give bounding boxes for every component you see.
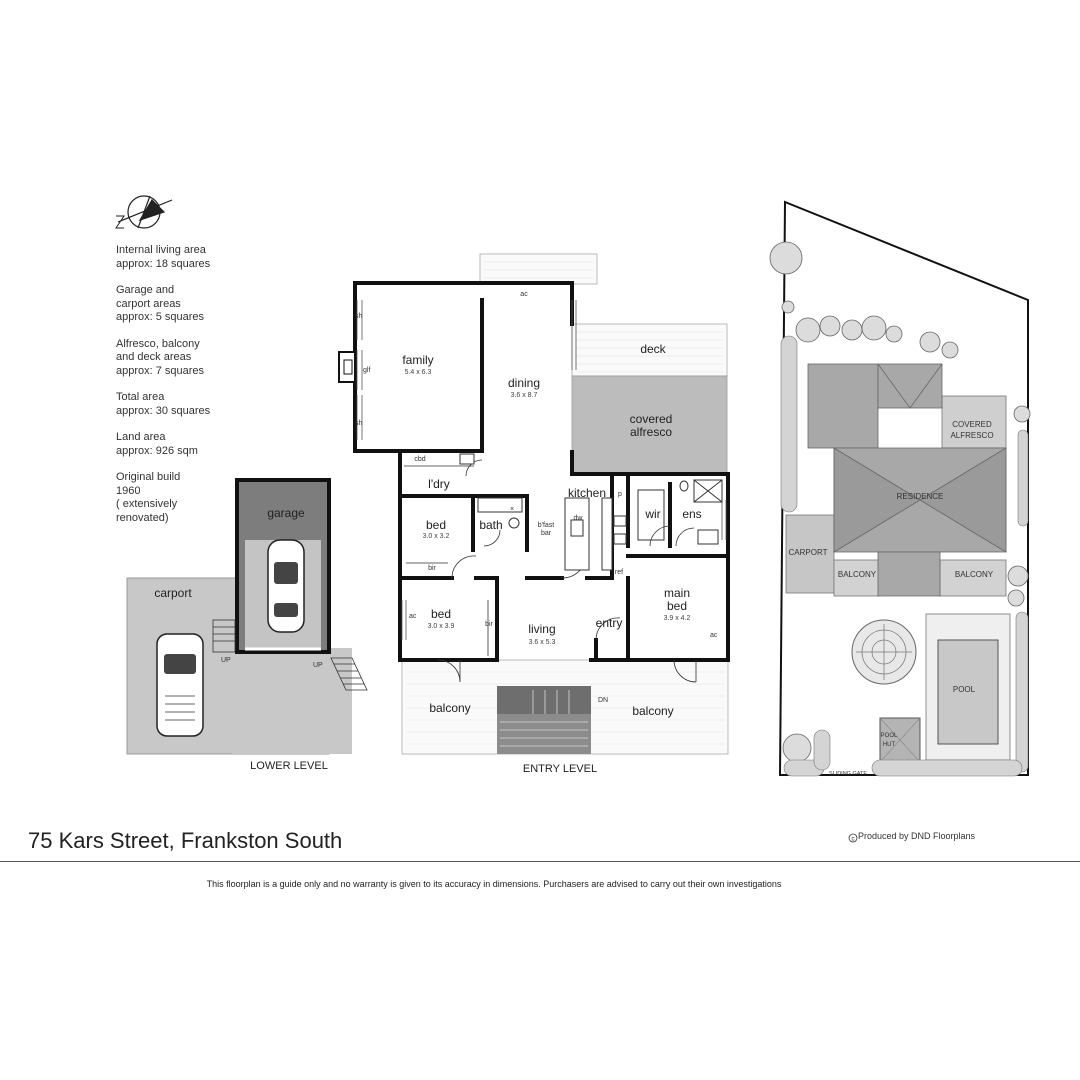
balcony-left-label: balcony xyxy=(429,701,470,715)
site-residence-label: RESIDENCE xyxy=(897,492,944,501)
dining-room-label: dining xyxy=(508,376,540,390)
bedroom-2-dimensions: 3.0 x 3.2 xyxy=(423,533,450,540)
dining-room-dimensions: 3.6 x 8.7 xyxy=(511,392,538,399)
stairs-up-label-2: UP xyxy=(313,662,323,669)
ensuite-label: ens xyxy=(682,507,701,521)
disclaimer-text: This floorplan is a guide only and no wa… xyxy=(206,879,782,889)
garage-label: garage xyxy=(267,506,305,520)
stairs-up-label-1: UP xyxy=(221,657,231,664)
property-address: 75 Kars Street, Frankston South xyxy=(28,828,343,853)
legend-outdoor-area: Alfresco, balcony and deck areas approx:… xyxy=(116,337,205,377)
site-sliding-gate-label: SLIDING GATE xyxy=(829,771,867,777)
main-bedroom-label-1: main xyxy=(664,586,690,600)
aircon-label-1: ac xyxy=(520,291,528,298)
bedroom-2-label: bed xyxy=(426,518,446,532)
family-room-label: family xyxy=(402,353,433,367)
site-balcony-left-label: BALCONY xyxy=(838,570,877,579)
site-pool-hut-label-2: HUT xyxy=(883,742,896,748)
cupboard-label: cbd xyxy=(414,456,425,463)
breakfast-bar-label-1: b'fast xyxy=(538,522,555,529)
fridge-label: ref xyxy=(615,569,623,576)
site-carport-label: CARPORT xyxy=(789,548,828,557)
deck-label: deck xyxy=(640,342,666,356)
car-icon-garage xyxy=(267,539,305,633)
pantry-label: p xyxy=(618,491,622,498)
stairs-down-label: DN xyxy=(598,697,608,704)
svg-text:c: c xyxy=(852,837,855,843)
main-bedroom-label-2: bed xyxy=(667,599,687,613)
carport-label: carport xyxy=(154,586,192,600)
compass-icon xyxy=(115,195,173,229)
family-room-dimensions: 5.4 x 6.3 xyxy=(405,369,432,376)
legend-build-year: Original build 1960 ( extensively renova… xyxy=(116,471,181,524)
laundry-label: l'dry xyxy=(428,477,450,491)
covered-alfresco-label-2: alfresco xyxy=(630,425,672,439)
covered-alfresco-label-1: covered xyxy=(630,412,673,426)
bedroom-3-label: bed xyxy=(431,607,451,621)
legend-total-area: Total area approx: 30 squares xyxy=(116,391,211,417)
x-mark: × xyxy=(510,506,514,513)
site-pool-hut-label-1: POOL xyxy=(881,733,898,739)
car-icon-carport xyxy=(156,633,204,737)
lower-level-plan: carport garage UP UP LOWER LEVEL xyxy=(126,478,368,772)
lower-level-title: LOWER LEVEL xyxy=(250,760,328,772)
sidelight-label-2: sh xyxy=(355,420,363,427)
site-alfresco-label: ALFRESCO xyxy=(950,431,993,440)
bathroom-label: bath xyxy=(479,518,502,532)
entry-level-title: ENTRY LEVEL xyxy=(523,763,597,775)
aircon-label-2: ac xyxy=(409,613,417,620)
dishwasher-label: dw xyxy=(574,515,584,522)
bedroom-2-robe-label: bir xyxy=(428,565,436,572)
sidelight-label-1: sh xyxy=(355,313,363,320)
breakfast-bar-label-2: bar xyxy=(541,530,552,537)
site-plan: RESIDENCE CARPORT COVERED ALFRESCO BALCO… xyxy=(769,200,1031,777)
entry-level-plan: family 5.4 x 6.3 dining 3.6 x 8.7 deck c… xyxy=(338,253,730,775)
bedroom-3-robe-label: bir xyxy=(485,621,493,628)
divider-line xyxy=(0,861,1080,862)
site-balcony-right-label: BALCONY xyxy=(955,570,994,579)
living-room-dimensions: 3.6 x 5.3 xyxy=(529,639,556,646)
kitchen-label: kitchen xyxy=(568,486,606,500)
living-room-label: living xyxy=(528,622,555,636)
glass-door-label: glf xyxy=(363,367,370,374)
balcony-right-label: balcony xyxy=(632,704,673,718)
site-pool-label: POOL xyxy=(953,685,976,694)
main-bedroom-dimensions: 3.9 x 4.2 xyxy=(664,615,691,622)
entry-label: entry xyxy=(596,616,623,630)
area-legend: Internal living area approx: 18 squares … xyxy=(116,244,256,538)
copyright-icon: c xyxy=(848,833,858,843)
legend-garage-area: Garage and carport areas approx: 5 squar… xyxy=(116,284,205,323)
bedroom-3-dimensions: 3.0 x 3.9 xyxy=(428,623,455,630)
aircon-label-3: ac xyxy=(710,632,718,639)
site-covered-label: COVERED xyxy=(952,420,992,429)
walk-in-robe-label: wir xyxy=(644,507,660,521)
producer-credit: Produced by DND Floorplans xyxy=(858,831,976,841)
legend-land-area: Land area approx: 926 sqm xyxy=(116,431,198,457)
legend-internal-area: Internal living area approx: 18 squares xyxy=(116,244,211,270)
